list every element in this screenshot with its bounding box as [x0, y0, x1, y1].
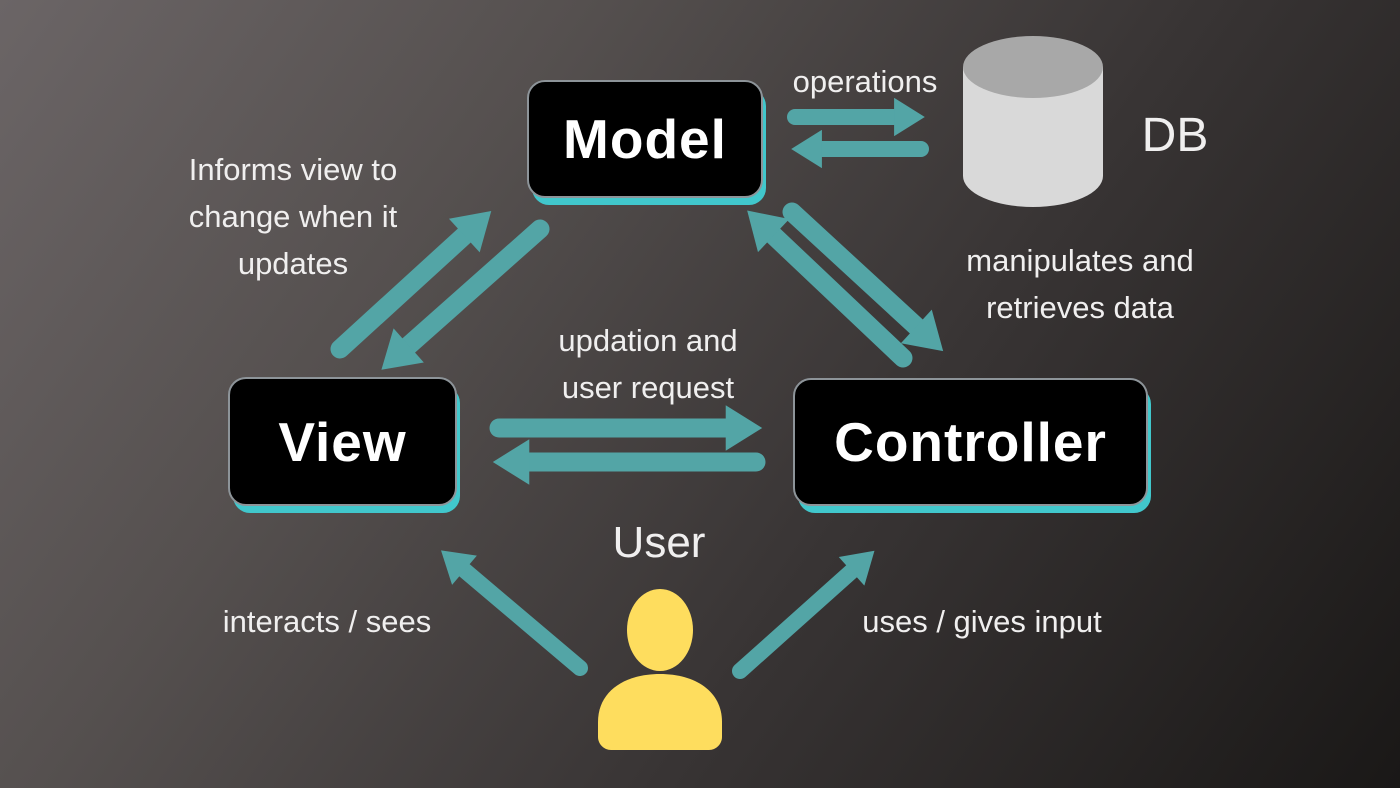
user-icon — [598, 589, 722, 750]
updation-caption: updation and user request — [498, 317, 798, 411]
uses-text: uses / gives input — [862, 604, 1102, 639]
informs-line2: change when it — [188, 199, 398, 234]
arrow-model-to-controller — [782, 202, 944, 352]
db-label: DB — [1120, 109, 1230, 162]
arrow-controller-to-model — [747, 210, 913, 368]
updation-line2: user request — [561, 370, 735, 405]
controller-node: Controller — [793, 378, 1148, 506]
manipulates-line2: retrieves data — [986, 290, 1174, 325]
controller-label: Controller — [834, 411, 1107, 473]
arrow-model-to-view — [381, 219, 550, 370]
interacts-caption: interacts / sees — [177, 598, 477, 645]
arrow-user-to-controller — [732, 550, 875, 679]
manipulates-caption: manipulates and retrieves data — [930, 237, 1230, 331]
user-label: User — [589, 518, 729, 568]
view-label: View — [278, 410, 407, 473]
operations-text: operations — [792, 64, 938, 99]
interacts-text: interacts / sees — [222, 604, 432, 639]
user-text: User — [612, 518, 706, 567]
database-icon — [963, 36, 1103, 207]
arrow-user-to-view — [441, 550, 588, 676]
uses-caption: uses / gives input — [832, 598, 1132, 645]
model-label: Model — [563, 108, 727, 170]
informs-caption: Informs view to change when it updates — [153, 146, 433, 287]
db-text: DB — [1141, 109, 1209, 162]
operations-caption: operations — [770, 58, 960, 105]
informs-line3: updates — [237, 246, 349, 281]
arrow-view-to-model — [330, 210, 492, 359]
view-node: View — [228, 377, 457, 506]
informs-line1: Informs view to — [188, 152, 398, 187]
model-node: Model — [527, 80, 763, 198]
manipulates-line1: manipulates and — [966, 243, 1194, 278]
updation-line1: updation and — [558, 323, 738, 358]
